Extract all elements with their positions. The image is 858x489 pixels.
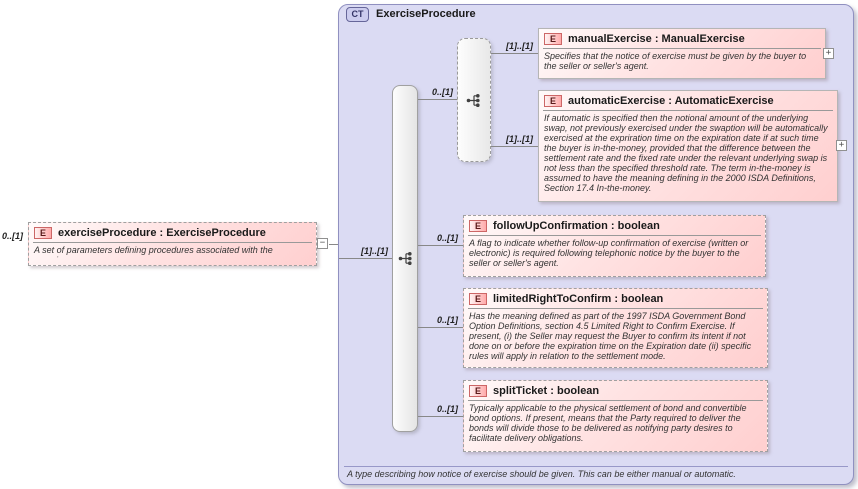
element-annotation: Has the meaning defined as part of the 1… bbox=[468, 308, 763, 362]
element-header: E manualExercise : ManualExercise bbox=[539, 29, 825, 48]
footer-divider bbox=[344, 466, 848, 467]
followUpConfirmation-cardinality-label: 0..[1] bbox=[436, 233, 458, 243]
element-annotation: Typically applicable to the physical set… bbox=[468, 400, 763, 446]
manualExercise-cardinality-label: [1]..[1] bbox=[506, 41, 533, 51]
collapse-button[interactable]: − bbox=[317, 238, 328, 249]
element-header: E followUpConfirmation : boolean bbox=[464, 216, 765, 235]
complex-type-annotation: A type describing how notice of exercise… bbox=[347, 469, 736, 479]
limitedRightToConfirm-cardinality-label: 0..[1] bbox=[436, 315, 458, 325]
connector-line bbox=[329, 244, 338, 245]
element-badge-icon: E bbox=[469, 385, 487, 397]
element-title: followUpConfirmation : boolean bbox=[493, 220, 660, 232]
connector-line bbox=[339, 258, 392, 259]
connector-line bbox=[418, 327, 463, 328]
element-box-manualExercise[interactable]: E manualExercise : ManualExercise Specif… bbox=[538, 28, 826, 79]
root-cardinality-label: 0..[1] bbox=[2, 231, 24, 241]
expand-button[interactable]: + bbox=[836, 140, 847, 151]
element-badge-icon: E bbox=[544, 95, 562, 107]
element-title: exerciseProcedure : ExerciseProcedure bbox=[58, 227, 266, 239]
element-annotation: If automatic is specified then the notio… bbox=[543, 110, 833, 196]
element-box-limitedRightToConfirm[interactable]: E limitedRightToConfirm : boolean Has th… bbox=[463, 288, 768, 368]
element-header: E splitTicket : boolean bbox=[464, 381, 767, 400]
element-badge-icon: E bbox=[34, 227, 52, 239]
element-annotation: Specifies that the notice of exercise mu… bbox=[543, 48, 821, 72]
element-header: E automaticExercise : AutomaticExercise bbox=[539, 91, 837, 110]
complex-type-badge-icon: CT bbox=[346, 7, 369, 22]
element-title: manualExercise : ManualExercise bbox=[568, 33, 745, 45]
element-box-followUpConfirmation[interactable]: E followUpConfirmation : boolean A flag … bbox=[463, 215, 766, 277]
connector-line bbox=[491, 53, 538, 54]
sequence-icon bbox=[398, 251, 413, 266]
sequence-cardinality-label: [1]..[1] bbox=[361, 246, 388, 256]
element-box-exerciseProcedure[interactable]: E exerciseProcedure : ExerciseProcedure … bbox=[28, 222, 317, 266]
element-box-splitTicket[interactable]: E splitTicket : boolean Typically applic… bbox=[463, 380, 768, 452]
automaticExercise-cardinality-label: [1]..[1] bbox=[506, 134, 533, 144]
element-badge-icon: E bbox=[469, 220, 487, 232]
element-header: E exerciseProcedure : ExerciseProcedure bbox=[29, 223, 316, 242]
connector-line bbox=[418, 99, 457, 100]
element-badge-icon: E bbox=[469, 293, 487, 305]
choice-cardinality-label: 0..[1] bbox=[431, 87, 453, 97]
splitTicket-cardinality-label: 0..[1] bbox=[436, 404, 458, 414]
connector-line bbox=[418, 416, 463, 417]
complex-type-title: ExerciseProcedure bbox=[376, 8, 476, 20]
element-annotation: A set of parameters defining procedures … bbox=[33, 242, 312, 258]
element-title: splitTicket : boolean bbox=[493, 385, 600, 397]
expand-button[interactable]: + bbox=[823, 48, 834, 59]
element-header: E limitedRightToConfirm : boolean bbox=[464, 289, 767, 308]
element-badge-icon: E bbox=[544, 33, 562, 45]
connector-line bbox=[418, 245, 463, 246]
connector-line bbox=[491, 146, 538, 147]
choice-icon bbox=[466, 93, 481, 108]
element-title: limitedRightToConfirm : boolean bbox=[493, 293, 664, 305]
element-annotation: A flag to indicate whether follow-up con… bbox=[468, 235, 761, 271]
element-box-automaticExercise[interactable]: E automaticExercise : AutomaticExercise … bbox=[538, 90, 838, 202]
element-title: automaticExercise : AutomaticExercise bbox=[568, 95, 774, 107]
